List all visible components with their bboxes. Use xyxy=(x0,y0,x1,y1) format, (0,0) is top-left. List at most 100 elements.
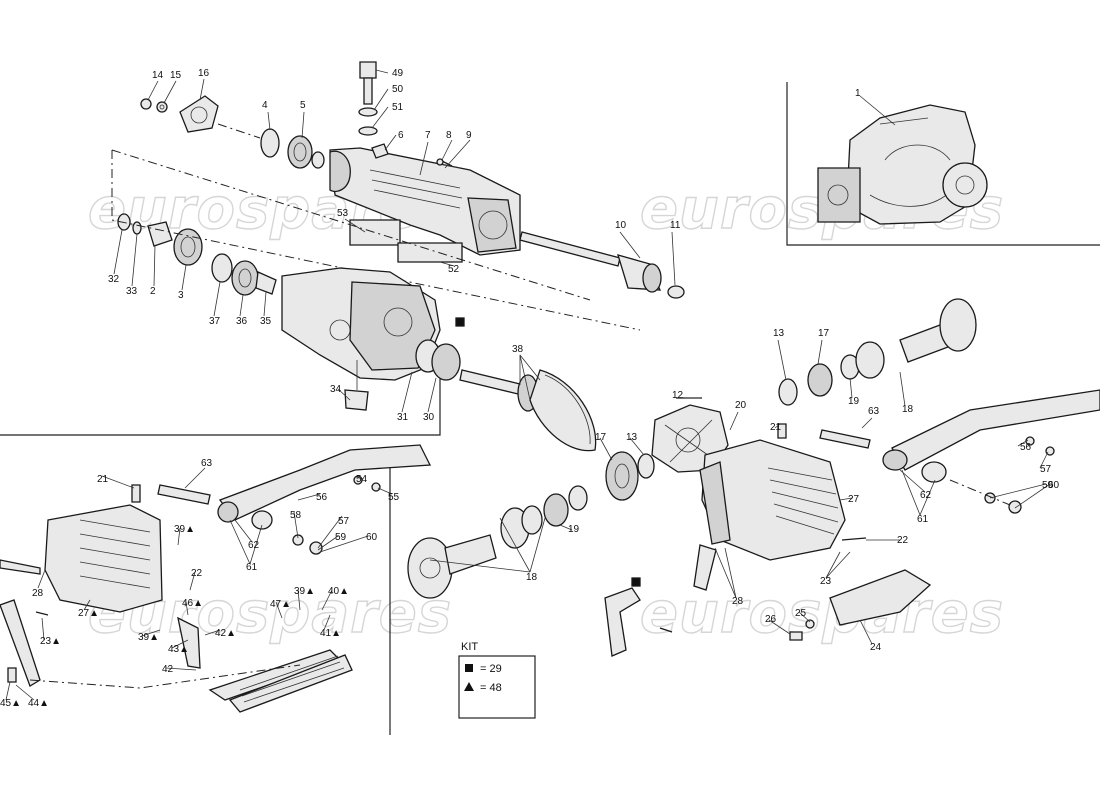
leader-line xyxy=(323,614,331,631)
callout-label: 27▲ xyxy=(78,608,99,619)
callout-label: 18 xyxy=(526,572,538,583)
leader-line xyxy=(15,684,35,701)
leader-line xyxy=(919,479,936,516)
leader-line xyxy=(427,377,437,413)
callout-label: 9 xyxy=(466,130,472,141)
callout-label: 1 xyxy=(855,88,861,99)
callout-label: 15 xyxy=(170,70,182,81)
leader-line xyxy=(559,524,573,531)
leader-line xyxy=(181,264,187,291)
leader-line xyxy=(185,601,189,616)
callout-label: 53 xyxy=(337,208,349,219)
callout-label: 17 xyxy=(818,328,830,339)
leader-line xyxy=(401,371,413,413)
leader-line xyxy=(444,139,471,169)
callout-label: 6 xyxy=(398,130,404,141)
leader-line xyxy=(441,139,453,161)
leader-line xyxy=(1017,439,1029,447)
leader-line xyxy=(171,639,189,649)
bracket-and-shield xyxy=(604,569,932,657)
callout-label: 24 xyxy=(870,642,882,653)
callout-label: 37 xyxy=(209,316,221,327)
callout-label: 61 xyxy=(917,514,929,525)
callout-label: 60 xyxy=(1048,480,1060,491)
callout-label: 44▲ xyxy=(28,698,49,709)
leader-line xyxy=(375,69,389,74)
callout-label: 43▲ xyxy=(168,644,189,655)
callout-label: 49 xyxy=(392,68,404,79)
finned-side-cover xyxy=(693,423,867,591)
callout-label: 42 xyxy=(162,664,174,675)
callout-label: 20 xyxy=(735,400,747,411)
kit-row-1-text: = 29 xyxy=(480,663,502,675)
callout-label: 51 xyxy=(392,102,404,113)
leader-line xyxy=(373,88,389,111)
callout-label: 63 xyxy=(201,458,213,469)
pinion-side-parts xyxy=(111,149,641,331)
leader-line xyxy=(163,80,177,104)
leader-line xyxy=(774,423,781,429)
callout-label: 19 xyxy=(848,396,860,407)
callout-label: 25 xyxy=(795,608,807,619)
leader-line xyxy=(37,569,46,589)
callout-label: 5 xyxy=(300,100,306,111)
callout-label: 62 xyxy=(920,490,932,501)
output-flange-upper xyxy=(778,298,977,406)
leader-line xyxy=(204,629,221,636)
callout-label: 39▲ xyxy=(174,524,195,535)
callout-label: 60 xyxy=(366,532,378,543)
leader-line xyxy=(263,291,267,317)
callout-label: 61 xyxy=(246,562,258,573)
callout-label: 22 xyxy=(191,568,203,579)
leader-line xyxy=(419,141,429,176)
leader-line xyxy=(321,589,333,611)
leader-line xyxy=(439,261,455,267)
callout-label: 28 xyxy=(732,596,744,607)
callout-label: 16 xyxy=(198,68,210,79)
kit-triangle-icon xyxy=(464,682,474,691)
callout-label: 7 xyxy=(425,130,431,141)
ring-and-pinion-gear xyxy=(459,369,597,452)
leader-line xyxy=(839,497,853,501)
leader-line xyxy=(189,571,196,591)
callout-leader-lines xyxy=(5,69,1051,701)
leader-line xyxy=(724,547,737,599)
leader-line xyxy=(714,547,737,599)
leader-line xyxy=(377,487,393,495)
panel-frames xyxy=(0,82,1100,735)
leader-line xyxy=(319,535,369,553)
leader-line xyxy=(1039,451,1049,469)
leader-line xyxy=(599,437,613,461)
callout-label: 23▲ xyxy=(40,636,61,647)
leader-line xyxy=(519,354,541,381)
callout-label: 11 xyxy=(670,220,681,231)
leader-line xyxy=(859,619,873,645)
leader-line xyxy=(275,601,283,619)
leader-line xyxy=(239,294,244,317)
output-flange-lower xyxy=(407,534,497,599)
callout-label: 62 xyxy=(248,540,260,551)
kit-square-icon xyxy=(465,664,473,672)
leader-line xyxy=(83,599,91,611)
callout-label: 4 xyxy=(262,100,268,111)
callout-label: 36 xyxy=(236,316,248,327)
callout-label: 42▲ xyxy=(215,628,236,639)
callout-label: 2 xyxy=(150,286,156,297)
callout-label: 27 xyxy=(848,494,860,505)
leader-line xyxy=(101,475,135,489)
callout-label: 63 xyxy=(868,406,880,417)
leader-line xyxy=(301,111,305,139)
leader-line xyxy=(817,339,823,365)
leader-line xyxy=(317,515,343,549)
leader-line xyxy=(629,437,645,456)
leader-line xyxy=(337,388,351,401)
leader-line xyxy=(153,244,156,287)
callout-label: 33 xyxy=(126,286,138,297)
callout-label: 34 xyxy=(330,384,342,395)
callout-label: 17 xyxy=(595,432,607,443)
leader-line xyxy=(849,377,853,399)
lower-left-cover-assembly xyxy=(0,444,432,713)
leader-line xyxy=(297,493,321,501)
leader-line xyxy=(371,106,389,129)
callout-label: 23 xyxy=(820,576,832,587)
